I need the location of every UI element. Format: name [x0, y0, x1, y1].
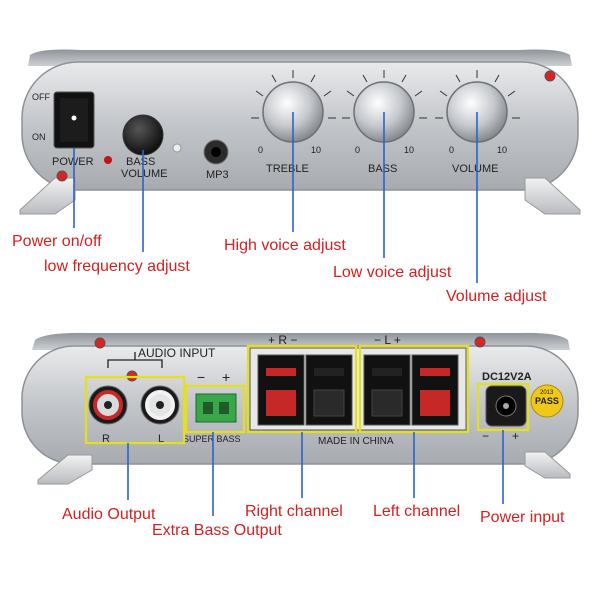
- sb-plus: +: [222, 369, 230, 385]
- pass-badge-text: PASS: [535, 396, 559, 406]
- bass-label: BASS: [368, 163, 397, 175]
- front-leader-lines: [73, 112, 478, 283]
- power-led-icon: [104, 156, 112, 164]
- dc-label: DC12V2A: [482, 371, 532, 383]
- speaker-right-header: + R −: [268, 333, 297, 347]
- mp3-label: MP3: [206, 169, 229, 181]
- volume-min: 0: [449, 145, 454, 155]
- speaker-left-header: − L +: [374, 333, 401, 347]
- rca-r-label: R: [102, 433, 110, 445]
- bass-volume-label-1: BASS: [126, 156, 155, 168]
- screw-icon: [474, 336, 486, 348]
- pass-sticker-icon: [530, 384, 564, 418]
- callout-volume: Volume adjust: [446, 288, 547, 305]
- super-bass-terminal[interactable]: [195, 393, 237, 423]
- treble-max: 10: [311, 145, 321, 155]
- screw-icon: [56, 170, 68, 182]
- rca-l-label: L: [158, 433, 164, 445]
- bass-volume-label-2: VOLUME: [121, 168, 167, 180]
- back-right-foot: [524, 451, 571, 479]
- back-leader-lines: [127, 430, 504, 516]
- front-panel: OFF ON POWER BASS VOLUME MP3 0 10 TREBLE…: [19, 49, 581, 215]
- front-left-foot: [19, 177, 76, 215]
- power-label: POWER: [52, 156, 94, 168]
- callout-extra-bass: Extra Bass Output: [152, 522, 282, 539]
- callout-left-channel: Left channel: [373, 503, 461, 520]
- dc-minus: −: [482, 429, 489, 443]
- callout-power: Power on/off: [12, 233, 102, 250]
- screw-icon: [544, 70, 556, 82]
- indicator-led-icon: [172, 143, 182, 153]
- treble-label: TREBLE: [266, 163, 309, 175]
- callout-low-frequency: low frequency adjust: [44, 258, 190, 275]
- pass-badge-year: 2013: [540, 390, 554, 396]
- volume-label: VOLUME: [452, 163, 498, 175]
- super-bass-label: SUPER BASS: [183, 434, 241, 444]
- callout-high-voice: High voice adjust: [224, 237, 346, 254]
- made-in-label: MADE IN CHINA: [318, 436, 394, 447]
- knob-ticks: [251, 70, 520, 119]
- switch-on-label: ON: [32, 132, 46, 142]
- callout-right-channel: Right channel: [245, 503, 343, 520]
- volume-max: 10: [497, 145, 507, 155]
- treble-min: 0: [258, 145, 263, 155]
- front-right-foot: [524, 177, 581, 215]
- highlight-extra-bass: [184, 384, 246, 434]
- callout-power-input: Power input: [480, 509, 565, 526]
- highlight-audio-output: [84, 375, 186, 445]
- back-left-foot: [37, 454, 93, 485]
- bass-volume-knob[interactable]: [122, 114, 164, 156]
- callout-low-voice: Low voice adjust: [333, 264, 452, 281]
- bass-min: 0: [355, 145, 360, 155]
- callout-audio-output: Audio Output: [62, 506, 156, 523]
- switch-off-label: OFF: [32, 92, 50, 102]
- back-panel: AUDIO INPUT R L − + SUPER BASS + R − − L…: [21, 332, 579, 485]
- dc-plus: +: [512, 429, 519, 443]
- screw-icon: [94, 337, 106, 349]
- audio-input-label: AUDIO INPUT: [138, 346, 216, 360]
- sb-minus: −: [197, 369, 205, 385]
- bass-max: 10: [404, 145, 414, 155]
